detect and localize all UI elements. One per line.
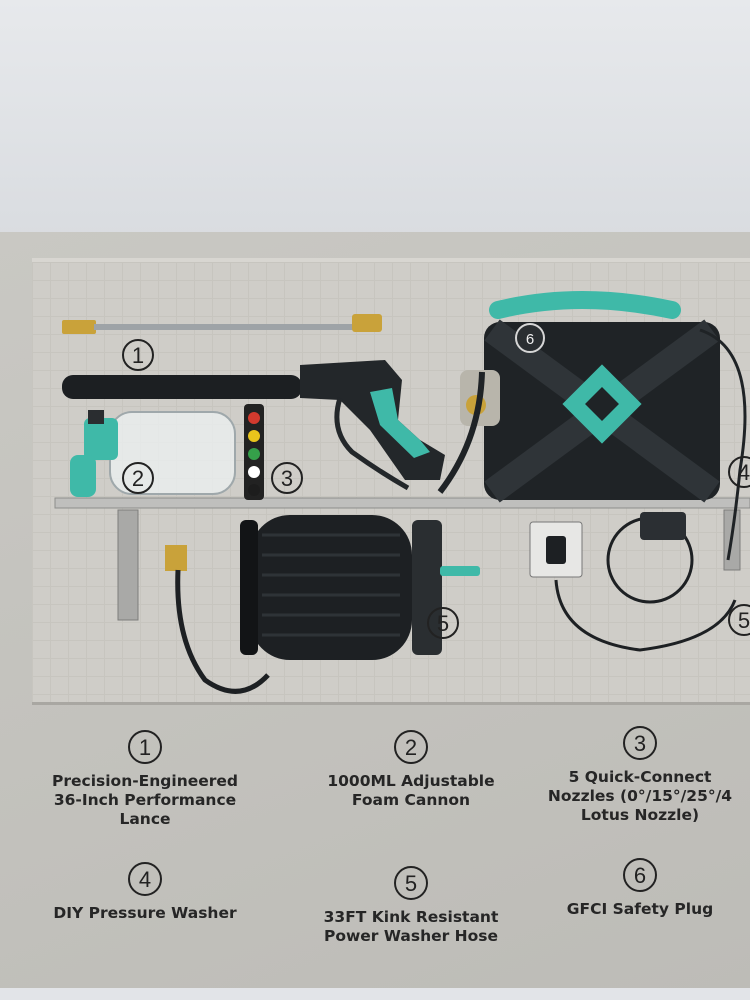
nozzle-tip	[248, 484, 260, 496]
feature-3: 3 5 Quick-Connect Nozzles (0°/15°/25°/4 …	[530, 726, 750, 825]
feature-4: 4 DIY Pressure Washer	[20, 862, 270, 923]
svg-text:5: 5	[437, 611, 449, 636]
feature-number: 1	[128, 730, 162, 764]
feature-number: 6	[623, 858, 657, 892]
feature-label: Precision-Engineered 36-Inch Performance…	[51, 772, 238, 828]
feature-label: 33FT Kink Resistant Power Washer Hose	[323, 908, 499, 945]
feature-number: 3	[623, 726, 657, 760]
svg-text:2: 2	[132, 466, 144, 491]
callout-2: 2	[122, 462, 154, 494]
callout-5-cord: 5	[728, 604, 750, 636]
pressure-washer-machine: 6	[437, 291, 747, 561]
svg-text:1: 1	[132, 343, 144, 368]
callout-3: 3	[271, 462, 303, 494]
nozzle-set	[244, 404, 264, 500]
spray-gun	[62, 360, 445, 491]
lance	[62, 314, 382, 334]
svg-text:5: 5	[738, 608, 750, 633]
shelf-bracket-left	[117, 509, 139, 621]
feature-label: GFCI Safety Plug	[566, 900, 714, 918]
feature-2: 2 1000ML Adjustable Foam Cannon	[286, 730, 536, 810]
nozzle-tip	[248, 430, 260, 442]
feature-number: 5	[394, 866, 428, 900]
foam-cannon	[70, 410, 236, 497]
svg-text:4: 4	[738, 460, 750, 485]
hose-reel	[165, 515, 480, 694]
feature-6: 6 GFCI Safety Plug	[530, 858, 750, 919]
feature-1: 1 Precision-Engineered 36-Inch Performan…	[20, 730, 270, 829]
background-bottom	[0, 988, 750, 1000]
feature-5: 5 33FT Kink Resistant Power Washer Hose	[286, 866, 536, 946]
shelf	[54, 497, 750, 509]
callout-5-hose: 5	[427, 607, 459, 639]
feature-label: 5 Quick-Connect Nozzles (0°/15°/25°/4 Lo…	[547, 768, 733, 824]
svg-text:3: 3	[281, 466, 293, 491]
nozzle-tip	[248, 448, 260, 460]
gfci-plug	[529, 512, 737, 652]
callout-4: 4	[728, 456, 750, 488]
feature-number: 4	[128, 862, 162, 896]
nozzle-tip	[248, 412, 260, 424]
nozzle-tip	[248, 466, 260, 478]
feature-label: DIY Pressure Washer	[53, 904, 237, 922]
background-wall	[0, 0, 750, 240]
machine-badge: 6	[526, 331, 534, 348]
feature-number: 2	[394, 730, 428, 764]
callout-1: 1	[122, 339, 154, 371]
feature-label: 1000ML Adjustable Foam Cannon	[327, 772, 495, 809]
